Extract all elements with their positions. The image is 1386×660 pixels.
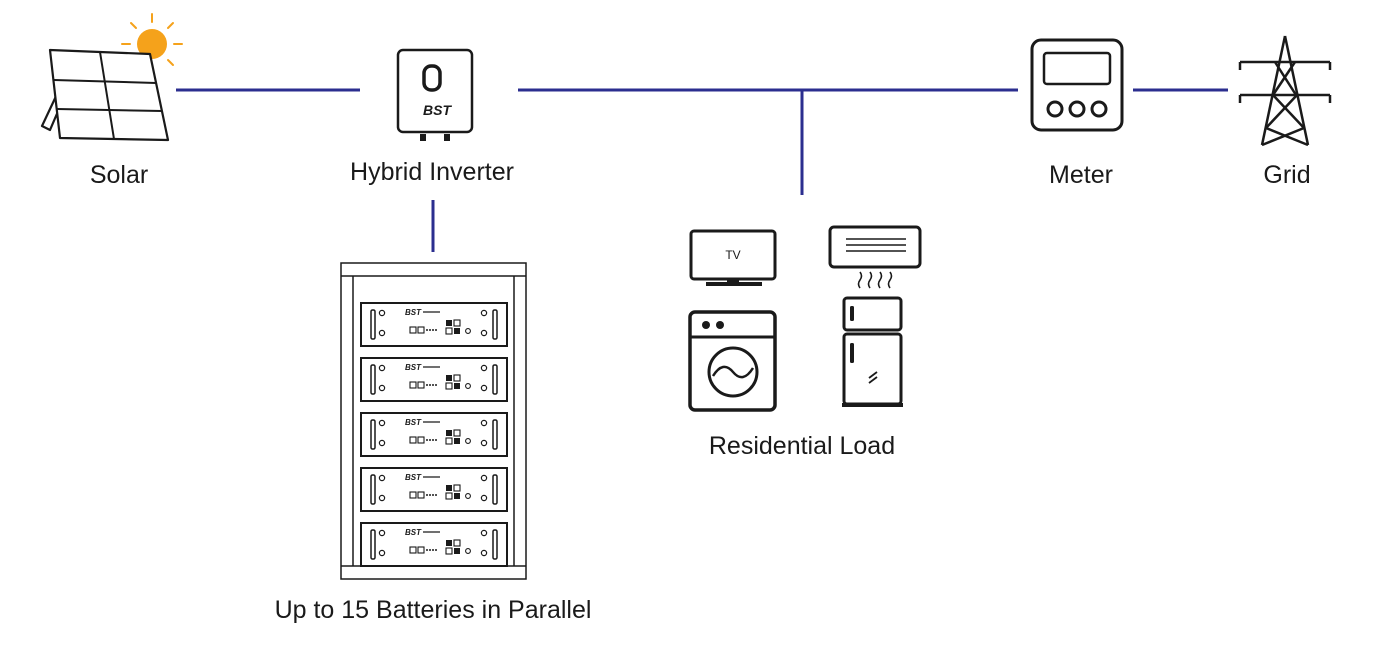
- meter-label: Meter: [1049, 161, 1113, 189]
- washing-machine-icon: [688, 310, 777, 412]
- batteries-label: Up to 15 Batteries in Parallel: [274, 596, 592, 624]
- solar-panel-icon: [40, 13, 183, 142]
- battery-module: BST: [360, 302, 508, 347]
- battery-module: BST: [360, 412, 508, 457]
- battery-brand: BST: [405, 528, 422, 537]
- battery-brand: BST: [405, 473, 422, 482]
- refrigerator-icon: [842, 296, 903, 407]
- battery-brand: BST: [405, 363, 422, 372]
- battery-brand: BST: [405, 308, 422, 317]
- solar-label: Solar: [89, 161, 149, 189]
- battery-rack-icon: BST BST BST BST BST: [340, 262, 527, 580]
- grid-label: Grid: [1263, 161, 1311, 189]
- tv-label: TV: [725, 248, 740, 262]
- power-tower-icon: [1238, 35, 1332, 147]
- meter-icon: [1030, 38, 1124, 132]
- residential-load-label: Residential Load: [708, 432, 896, 460]
- battery-module: BST: [360, 522, 508, 567]
- inverter-brand: BST: [423, 102, 452, 118]
- connection-lines: [176, 88, 1228, 252]
- battery-brand: BST: [405, 418, 422, 427]
- air-conditioner-icon: [828, 225, 922, 289]
- battery-module: BST: [360, 467, 508, 512]
- tv-icon: TV: [689, 229, 777, 286]
- inverter-icon: BST: [396, 48, 474, 141]
- battery-module: BST: [360, 357, 508, 402]
- inverter-label: Hybrid Inverter: [350, 158, 514, 186]
